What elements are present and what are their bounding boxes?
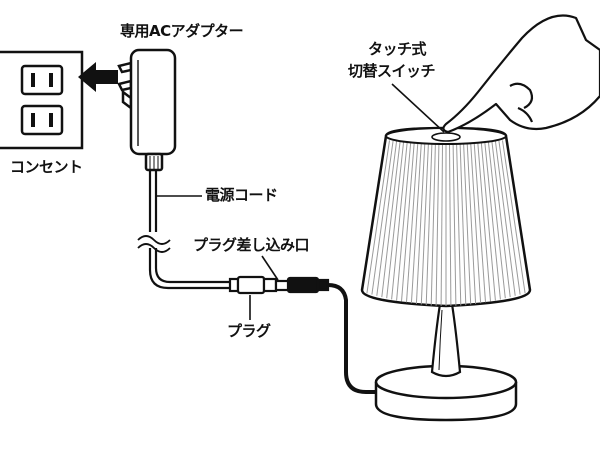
power-cord [148,170,230,290]
shade-pleat [459,143,467,306]
shade-pleat [494,141,516,296]
plug-label: プラグ [227,322,271,340]
adapter-label: 専用ACアダプター [120,22,244,40]
shade-pleat [480,142,496,301]
shade-pleat [381,141,401,298]
shade-pleat [498,140,521,295]
touch-switch[interactable] [431,132,461,142]
pointing-hand-icon [442,14,600,134]
wall-outlet-icon [0,50,84,150]
shade-pleat [473,142,486,303]
insert-arrow-icon [78,62,118,92]
shade-pleat [420,143,429,305]
leader-plug-jack [261,255,279,281]
shade-pleat [396,142,412,301]
outlet-label: コンセント [10,158,83,176]
power-cord-label: 電源コード [205,186,278,204]
shade-pleat [440,143,443,306]
touch-switch-label-line2: 切替スイッチ [348,62,436,80]
shade-pleat [415,143,426,304]
shade-pleat [376,141,398,296]
cord-break-mark [137,235,171,253]
shade-pleat [435,143,440,306]
lamp-stem [430,302,462,378]
shade-pleat [466,143,477,304]
shade-pleat [477,142,491,302]
leader-touch-switch [391,83,445,133]
shade-pleat [449,143,452,306]
lamp-base [374,364,518,422]
leader-lines [156,83,445,320]
shade-pleat [386,141,405,299]
shade-pleat [470,143,482,304]
ac-adapter-icon [117,48,177,172]
shade-pleat [371,140,394,295]
plug-jack-label: プラグ差し込み口 [193,236,310,254]
shade-pleat [502,140,526,294]
shade-pleat [366,140,390,294]
shade-pleat [487,141,506,299]
touch-switch-label-line1: タッチ式 [368,40,427,58]
shade-pleat [406,142,419,303]
shade-pleat [430,143,436,306]
shade-pleat [463,143,472,305]
lamp-cord [327,283,382,394]
shade-pleat [410,143,422,304]
shade-pleat [391,142,408,300]
shade-pleat [456,143,462,306]
plug-jack [286,276,330,294]
plug-connector [228,275,296,295]
shade-pleat [401,142,415,302]
shade-pleat [484,142,501,300]
shade-pleat [491,141,511,298]
shade-pleat [452,143,457,306]
shade-pleat [425,143,433,306]
lamp-shade [360,126,532,308]
